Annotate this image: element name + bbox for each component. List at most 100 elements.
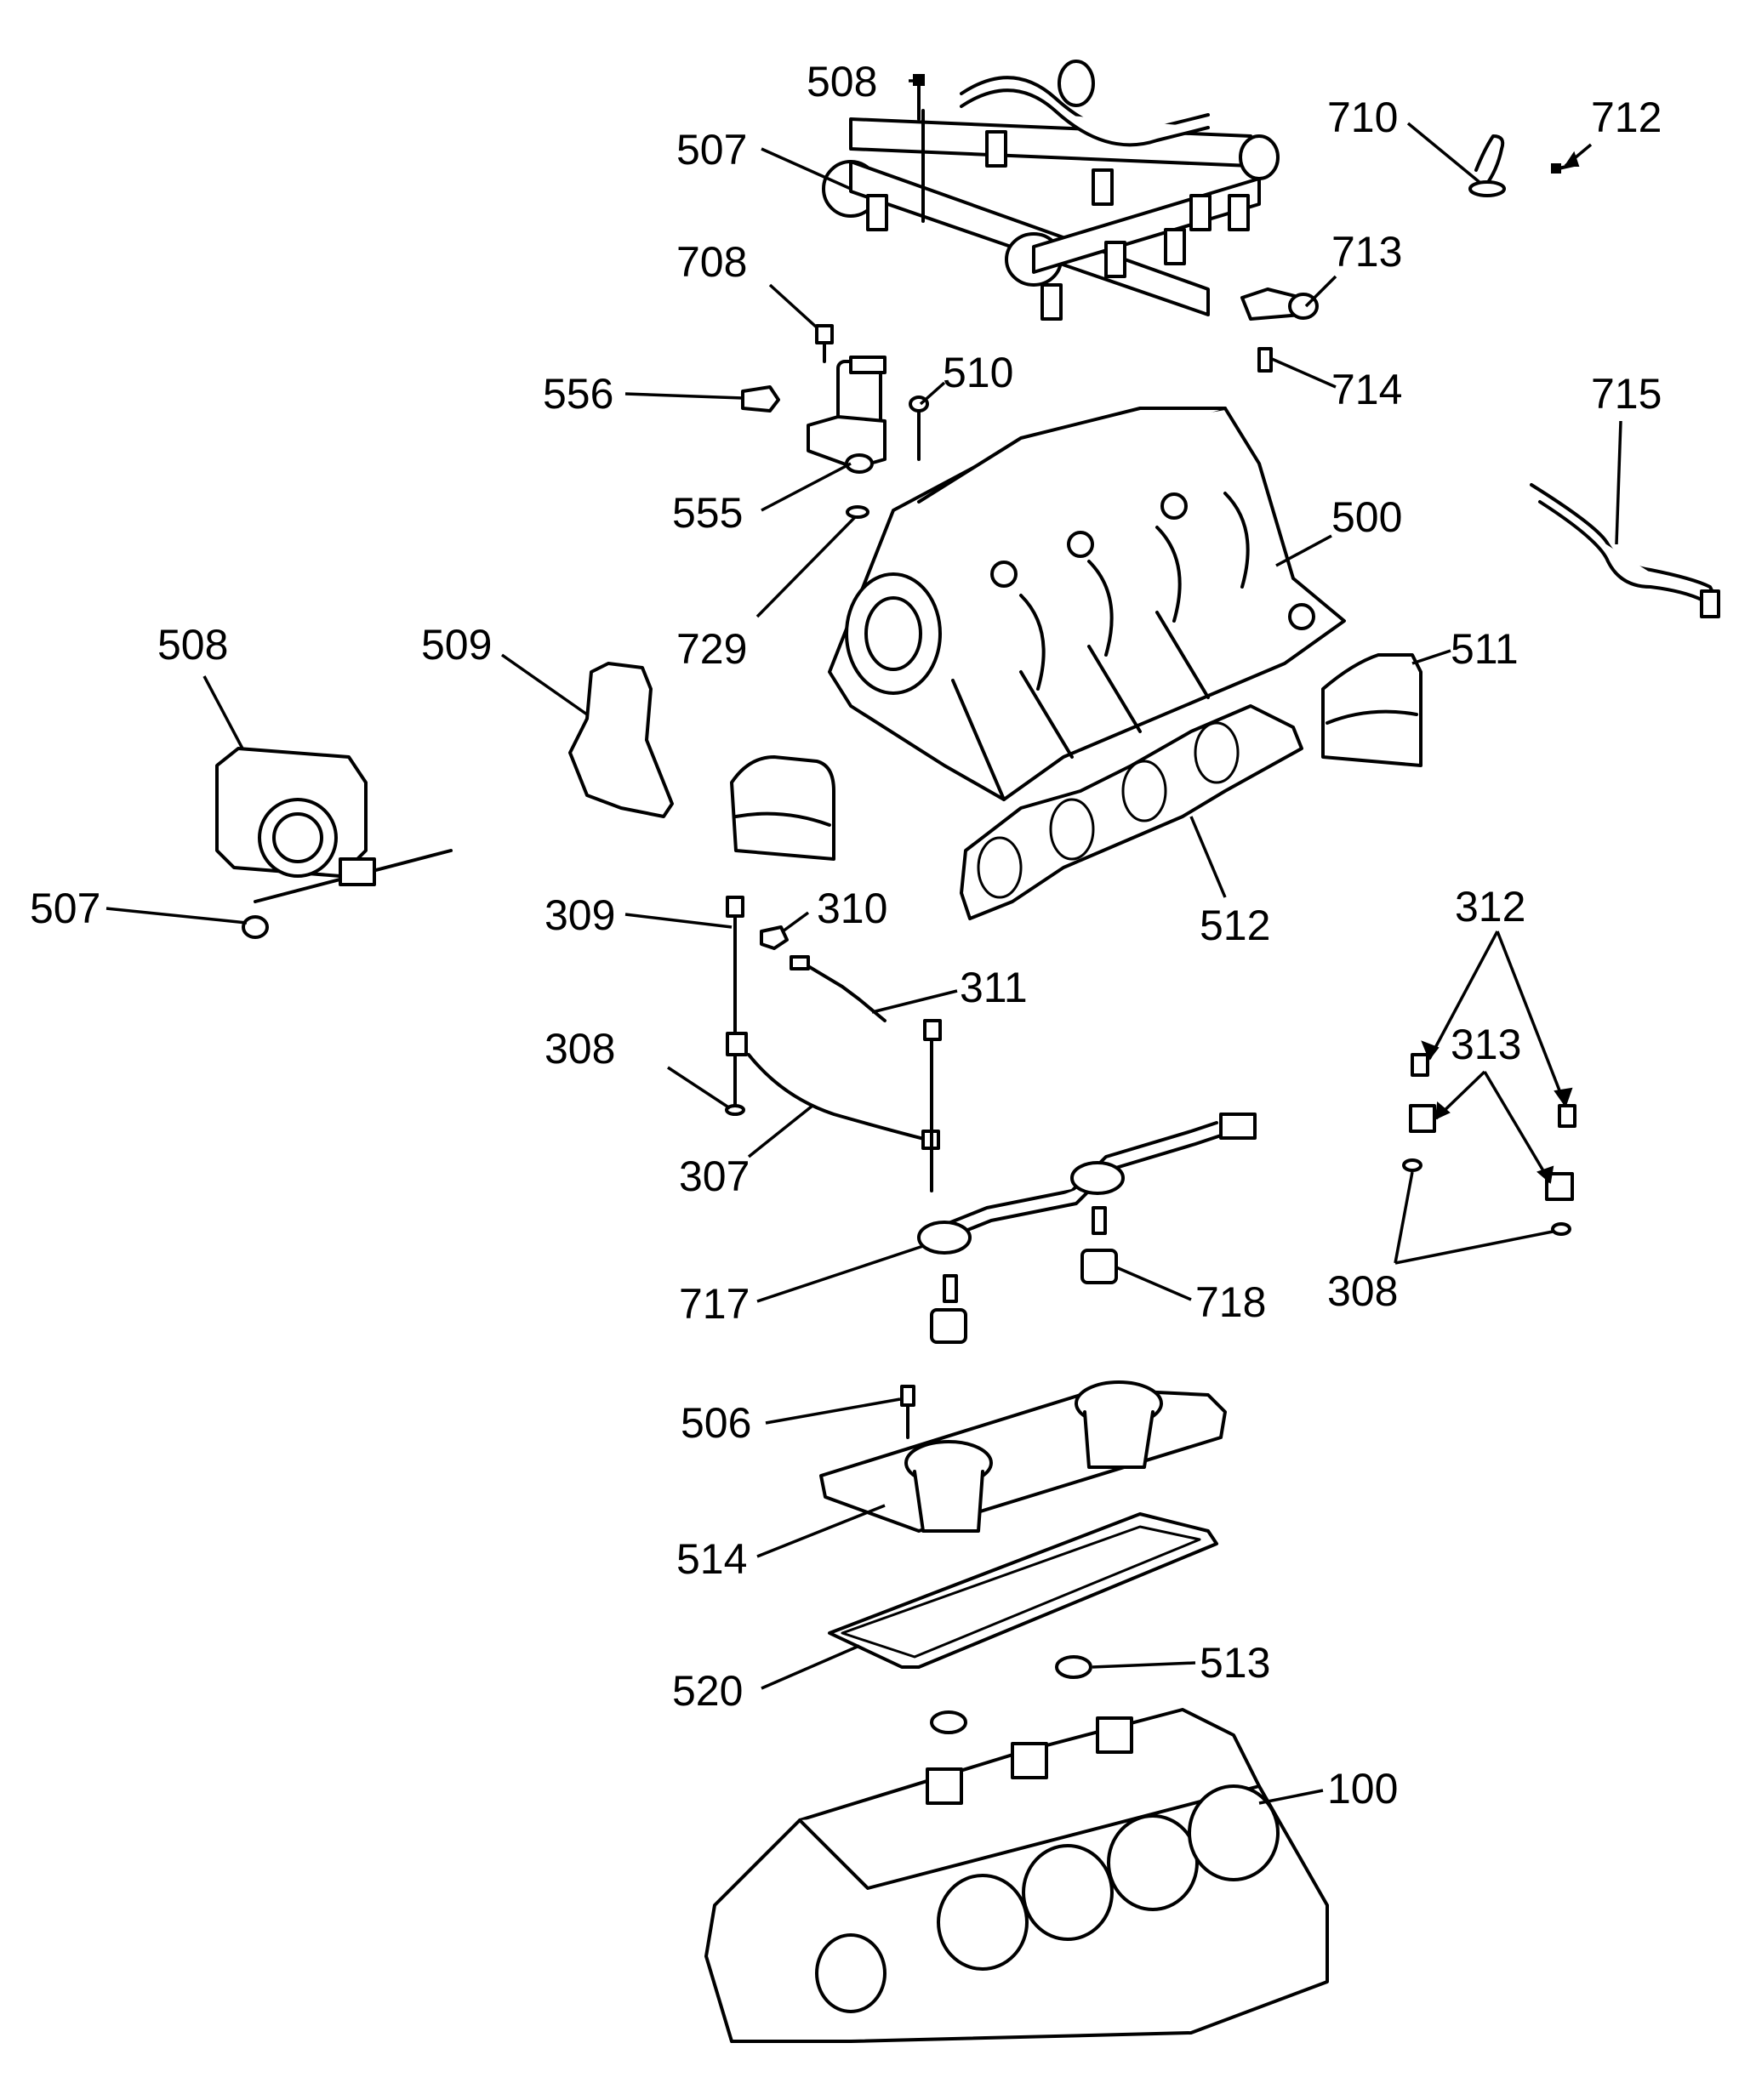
callout-718: 718 <box>1195 1278 1266 1326</box>
callout-512: 510 <box>943 349 1013 396</box>
bolt-710 <box>815 324 834 363</box>
leader-lines <box>105 79 1622 1805</box>
seal-513-right <box>1321 653 1422 767</box>
leader-308a <box>667 1066 731 1110</box>
callout-520: 513 <box>1200 1639 1270 1687</box>
callout-310: 310 <box>817 885 887 932</box>
o-ring-308-right <box>1402 1158 1571 1236</box>
harness-717 <box>917 1113 1257 1255</box>
leader-718 <box>1115 1266 1192 1301</box>
callout-506: 506 <box>681 1399 751 1447</box>
leader-717 <box>756 1244 924 1303</box>
bolt-506 <box>900 1385 915 1439</box>
leader-310 <box>781 911 810 933</box>
callout-507: 507 <box>30 885 100 932</box>
callout-313: 313 <box>1451 1021 1521 1068</box>
sensor-714 <box>1240 287 1319 321</box>
harness-307 <box>726 1019 942 1192</box>
gasket-556 <box>828 1512 1218 1669</box>
callout-514: 512 <box>1200 902 1270 949</box>
callout-710: 708 <box>676 238 747 286</box>
leader-556 <box>761 1644 860 1690</box>
callout-labels: 508 507 710 712 708 713 556 510 714 715 … <box>30 58 1662 1813</box>
nut-507 <box>242 915 269 939</box>
o-ring-729 <box>846 505 869 519</box>
leader-509 <box>500 653 589 716</box>
plug-520 <box>930 1655 1092 1734</box>
leader-520 <box>1092 1661 1196 1669</box>
leader-309 <box>624 913 733 929</box>
gasket-509 <box>568 662 674 818</box>
callout-308-right: 308 <box>1327 1267 1398 1315</box>
o-ring-308-left <box>725 1104 745 1116</box>
leader-313b <box>1483 1071 1552 1183</box>
leader-500 <box>1275 534 1332 567</box>
callout-555: 514 <box>676 1535 747 1583</box>
callout-508: 508 <box>157 621 228 669</box>
hose-716 <box>1530 483 1720 618</box>
callout-100: 100 <box>1327 1765 1398 1813</box>
leader-510 <box>761 147 852 191</box>
callout-513: 511 <box>1451 625 1519 673</box>
bolt-715 <box>1257 347 1273 373</box>
leader-709 <box>624 392 744 400</box>
callout-717: 717 <box>679 1280 750 1328</box>
callout-511: 508 <box>807 58 877 105</box>
fuel-rail-assembly <box>822 60 1280 321</box>
leader-507 <box>105 907 248 925</box>
bolt-309 <box>726 896 744 1107</box>
leader-715 <box>1271 357 1337 389</box>
callout-708: 555 <box>672 489 743 537</box>
leader-508 <box>202 675 244 749</box>
leader-100 <box>1258 1789 1324 1805</box>
callout-312: 312 <box>1455 883 1525 930</box>
callout-714: 713 <box>1331 228 1402 276</box>
callout-716: 715 <box>1591 370 1662 418</box>
callout-729: 729 <box>676 625 747 673</box>
leader-729 <box>755 515 857 618</box>
leader-710 <box>768 283 818 329</box>
callout-307: 307 <box>679 1152 750 1200</box>
leader-308b-1 <box>1394 1171 1414 1264</box>
callout-309: 309 <box>544 891 615 939</box>
leader-513 <box>1411 649 1451 665</box>
knock-sensor-718 <box>930 1206 1118 1344</box>
callout-311: 311 <box>960 964 1028 1011</box>
leader-512 <box>919 381 946 406</box>
callout-712: 710 <box>1327 94 1398 141</box>
callout-510: 507 <box>676 126 747 174</box>
leader-514 <box>1189 816 1227 898</box>
leader-307 <box>747 1104 814 1158</box>
leader-506 <box>765 1397 901 1425</box>
leader-311 <box>871 989 958 1014</box>
leader-716 <box>1615 420 1622 545</box>
sensor-708 <box>807 356 887 474</box>
leader-555 <box>756 1504 886 1558</box>
gasket-514 <box>960 704 1303 920</box>
leader-708 <box>761 462 852 512</box>
throttle-body-508 <box>215 747 453 903</box>
leader-714 <box>1304 275 1337 308</box>
callout-715: 714 <box>1331 366 1402 413</box>
intake-manifold-500 <box>828 407 1346 801</box>
arrowheads <box>1421 151 1580 1184</box>
seal-513-left <box>730 755 835 861</box>
callout-308-left: 308 <box>544 1025 615 1073</box>
engine-block-100 <box>704 1708 1329 2043</box>
leader-308b-2 <box>1394 1230 1554 1265</box>
callout-713: 712 <box>1591 94 1662 141</box>
valley-cover-555 <box>819 1380 1227 1533</box>
bolt-512 <box>909 396 929 461</box>
leader-712 <box>1406 122 1482 185</box>
clip-310 <box>760 925 789 950</box>
bolts-312 <box>1411 1053 1576 1128</box>
leader-312b <box>1496 930 1567 1107</box>
pipe-712 <box>1468 134 1506 197</box>
leader-312a <box>1428 930 1499 1060</box>
callout-500: 500 <box>1331 493 1402 541</box>
clip-709 <box>741 385 780 413</box>
callout-556: 520 <box>672 1667 743 1715</box>
clips-313 <box>1409 1104 1574 1201</box>
harness-311 <box>790 955 887 1022</box>
